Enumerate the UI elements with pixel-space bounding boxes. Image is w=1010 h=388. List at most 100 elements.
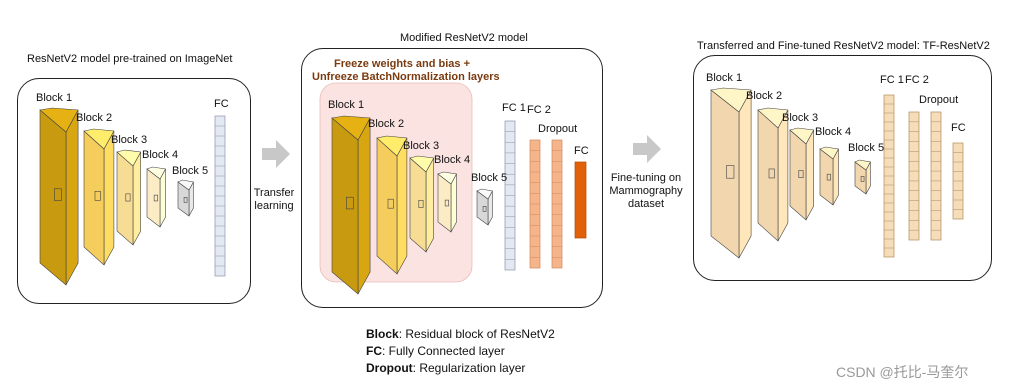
p3-block2-shape-top bbox=[757, 107, 789, 129]
p2-block5-shape-top bbox=[476, 188, 493, 200]
p1-block5-shape bbox=[177, 179, 194, 217]
p1-block2-label: Block 2 bbox=[76, 112, 113, 124]
p2-fc1-label: FC 1 bbox=[502, 102, 526, 114]
p2-fc1-bar bbox=[504, 120, 516, 271]
legend-item-fc: FC: Fully Connected layer bbox=[366, 343, 555, 360]
p3-dropout-label: Dropout bbox=[919, 94, 959, 106]
p1-fc-label: FC bbox=[214, 98, 229, 110]
p3-block2-label: Block 2 bbox=[746, 90, 783, 102]
p1-block3-shape bbox=[116, 149, 142, 246]
p3-block4-shape-top bbox=[819, 146, 839, 160]
legend-item-dropout: Dropout: Regularization layer bbox=[366, 360, 555, 377]
p2-block4-shape bbox=[437, 171, 457, 233]
p3-block4-shape bbox=[819, 146, 839, 206]
legend-term: FC bbox=[366, 344, 382, 358]
p3-block1-shape-front bbox=[710, 89, 740, 259]
transferred-title: Transferred and Fine-tuned ResNetV2 mode… bbox=[697, 40, 990, 52]
p2-block3-label: Block 3 bbox=[403, 140, 440, 152]
transfer-note-line1: Transfer bbox=[253, 187, 295, 199]
p2-block3-shape bbox=[409, 155, 435, 253]
freeze-note-line1: Freeze weights and bias + bbox=[333, 58, 471, 70]
p3-fc2-bar bbox=[908, 111, 920, 241]
p2-block2-shape-kernel bbox=[387, 198, 394, 209]
watermark: CSDN @托比-马奎尔 bbox=[836, 364, 969, 380]
p2-block4-label: Block 4 bbox=[434, 154, 471, 166]
p3-block1-shape-top bbox=[710, 87, 752, 113]
p1-block2-shape-top bbox=[83, 128, 115, 150]
p3-block3-shape bbox=[789, 127, 815, 221]
p3-fc-label: FC bbox=[951, 122, 966, 134]
p2-block5-shape-kernel bbox=[482, 206, 487, 212]
p1-block5-label: Block 5 bbox=[172, 165, 209, 177]
p2-block5-shape bbox=[476, 188, 493, 226]
p3-block5-shape bbox=[854, 159, 871, 195]
finetune-arrow bbox=[633, 135, 661, 163]
p2-dropout-bar bbox=[551, 139, 563, 269]
p3-block4-label: Block 4 bbox=[815, 126, 852, 138]
p3-block5-shape-top bbox=[854, 159, 871, 171]
p3-block3-shape-top bbox=[789, 127, 815, 145]
p3-block2-shape-kernel bbox=[768, 168, 775, 179]
p2-block3-shape-top bbox=[409, 155, 435, 173]
p2-block1-label: Block 1 bbox=[328, 99, 365, 111]
p2-block3-shape-side bbox=[425, 157, 435, 253]
p1-block1-shape-front bbox=[39, 109, 67, 286]
p3-block5-label: Block 5 bbox=[848, 142, 885, 154]
p2-block2-shape-top bbox=[376, 135, 408, 157]
transfer-note-line2: learning bbox=[254, 200, 294, 212]
modified-title: Modified ResNetV2 model bbox=[400, 32, 528, 44]
p1-block5-shape-kernel bbox=[183, 197, 188, 203]
p3-block5-shape-kernel bbox=[860, 176, 865, 182]
p1-block3-shape-front bbox=[116, 151, 134, 246]
p3-fc1-bar bbox=[883, 94, 895, 258]
p1-block4-shape bbox=[146, 166, 166, 228]
freeze-note: Freeze weights and bias + Unfreeze Batch… bbox=[312, 58, 500, 84]
p2-block4-shape-top bbox=[437, 171, 457, 185]
finetune-note: Fine-tuning on Mammography dataset bbox=[604, 172, 688, 211]
p1-block3-label: Block 3 bbox=[111, 134, 148, 146]
freeze-note-line2: Unfreeze BatchNormalization layers bbox=[312, 71, 500, 83]
p2-block1-shape-side bbox=[357, 117, 371, 295]
p3-block1-shape bbox=[710, 87, 752, 259]
p2-block1-shape bbox=[331, 115, 371, 295]
p1-block1-shape-side bbox=[65, 109, 79, 286]
p2-fc2-label: FC 2 bbox=[527, 104, 551, 116]
p3-block4-shape-kernel bbox=[826, 173, 831, 181]
p2-block2-shape bbox=[376, 135, 408, 275]
p1-fc-bar bbox=[214, 115, 226, 277]
p1-block2-shape-front bbox=[83, 130, 105, 266]
legend-desc: : Fully Connected layer bbox=[382, 344, 505, 358]
pretrained-title: ResNetV2 model pre-trained on ImageNet bbox=[27, 53, 233, 65]
p1-block2-shape bbox=[83, 128, 115, 266]
p3-block3-label: Block 3 bbox=[782, 112, 819, 124]
p3-fc-bar bbox=[952, 142, 964, 220]
finetune-note-line1: Fine-tuning on bbox=[610, 172, 682, 184]
p2-fc-bar bbox=[574, 161, 587, 239]
p1-block3-shape-side bbox=[132, 151, 141, 246]
p3-block1-label: Block 1 bbox=[706, 72, 743, 84]
p2-block5-label: Block 5 bbox=[471, 172, 508, 184]
p3-dropout-bar bbox=[930, 111, 942, 241]
p3-block2-shape bbox=[757, 107, 789, 242]
p3-block3-shape-kernel bbox=[798, 170, 804, 178]
p1-block5-shape-top bbox=[177, 179, 194, 191]
p3-fc1-label: FC 1 bbox=[880, 74, 904, 86]
p2-fc2-bar bbox=[529, 139, 541, 269]
p1-block2-shape-side bbox=[103, 130, 115, 266]
p3-block1-shape-kernel bbox=[726, 165, 735, 179]
legend-item-block: Block: Residual block of ResNetV2 bbox=[366, 326, 555, 343]
p2-dropout-label: Dropout bbox=[538, 123, 578, 135]
p2-block1-shape-top bbox=[331, 115, 371, 141]
transfer-learning-note: Transfer learning bbox=[251, 187, 297, 213]
p1-block1-label: Block 1 bbox=[36, 92, 73, 104]
p3-fc2-label: FC 2 bbox=[905, 74, 929, 86]
transfer-arrow bbox=[262, 140, 290, 168]
p3-block2-shape-front bbox=[757, 109, 779, 242]
p1-block1-shape bbox=[39, 107, 79, 286]
legend-desc: : Regularization layer bbox=[412, 361, 526, 375]
finetune-note-line2: Mammography bbox=[609, 185, 683, 197]
p3-dropout-bar-body bbox=[930, 111, 942, 241]
p3-block1-shape-side bbox=[738, 89, 752, 259]
p1-block2-shape-kernel bbox=[94, 191, 101, 201]
p2-block2-shape-side bbox=[396, 137, 408, 275]
